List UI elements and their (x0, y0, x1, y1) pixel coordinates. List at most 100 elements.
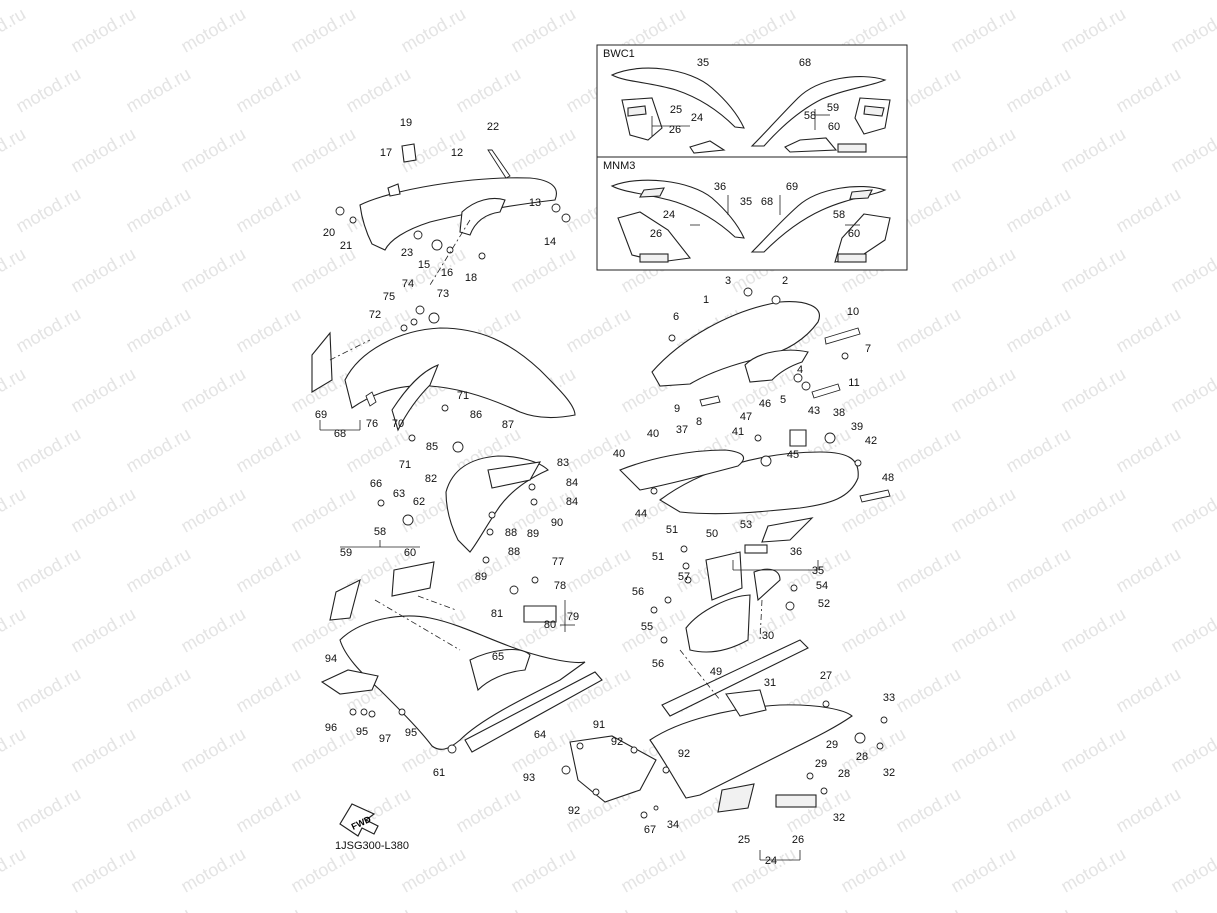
callout-number-42: 42 (865, 435, 877, 447)
callout-number-79: 79 (567, 611, 579, 623)
callout-number-96: 96 (325, 722, 337, 734)
callout-number-84: 84 (566, 496, 578, 508)
callout-number-63: 63 (393, 488, 405, 500)
callout-number-60: 60 (828, 121, 840, 133)
callout-number-74: 74 (402, 278, 414, 290)
callout-number-53: 53 (740, 519, 752, 531)
callout-number-70: 70 (392, 418, 404, 430)
callout-number-62: 62 (413, 496, 425, 508)
callout-number-25: 25 (738, 834, 750, 846)
callout-number-41: 41 (732, 426, 744, 438)
callout-number-11: 11 (848, 377, 859, 389)
callout-number-58: 58 (374, 526, 386, 538)
callout-number-87: 87 (502, 419, 514, 431)
callout-number-69: 69 (315, 409, 327, 421)
callout-number-86: 86 (470, 409, 482, 421)
callout-number-7: 7 (865, 343, 871, 355)
callout-number-78: 78 (554, 580, 566, 592)
callout-number-36: 36 (714, 181, 726, 193)
callout-number-48: 48 (882, 472, 894, 484)
callout-number-51: 51 (652, 551, 664, 563)
callout-number-49: 49 (710, 666, 722, 678)
callout-number-93: 93 (523, 772, 535, 784)
callout-number-50: 50 (706, 528, 718, 540)
right-inner-panel-assembly (650, 544, 798, 653)
callout-number-16: 16 (441, 267, 453, 279)
callout-number-19: 19 (400, 117, 412, 129)
callout-number-32: 32 (833, 812, 845, 824)
callout-number-58: 58 (804, 110, 816, 122)
variant-code-mnm3: MNM3 (603, 160, 635, 172)
variant-code-bwc1: BWC1 (603, 48, 635, 60)
left-cowling-assembly (311, 305, 576, 442)
callout-number-18: 18 (465, 272, 477, 284)
callout-number-6: 6 (673, 311, 679, 323)
callout-number-29: 29 (826, 739, 838, 751)
variant-inset-box: BWC1 MNM3 (596, 44, 908, 271)
callout-number-9: 9 (674, 403, 680, 415)
leader-line-layer (319, 109, 860, 861)
callout-number-26: 26 (792, 834, 804, 846)
callout-number-56: 56 (632, 586, 644, 598)
left-lower-fairing-assembly (320, 561, 603, 754)
callout-number-8: 8 (696, 416, 702, 428)
callout-number-46: 46 (759, 398, 771, 410)
callout-number-77: 77 (552, 556, 564, 568)
callout-number-60: 60 (404, 547, 416, 559)
right-lower-fairing-assembly (561, 639, 888, 819)
callout-number-26: 26 (669, 124, 681, 136)
assembly-dashed-lines (329, 219, 763, 701)
callout-number-89: 89 (475, 571, 487, 583)
callout-number-60: 60 (848, 228, 860, 240)
callout-number-83: 83 (557, 457, 569, 469)
callout-number-90: 90 (551, 517, 563, 529)
callout-number-5: 5 (780, 394, 786, 406)
callout-number-59: 59 (827, 102, 839, 114)
callout-number-28: 28 (838, 768, 850, 780)
callout-number-64: 64 (534, 729, 546, 741)
callout-number-22: 22 (487, 121, 499, 133)
callout-number-27: 27 (820, 670, 832, 682)
callout-number-97: 97 (379, 733, 391, 745)
callout-number-58: 58 (833, 209, 845, 221)
callout-number-10: 10 (847, 306, 859, 318)
callout-number-43: 43 (808, 405, 820, 417)
callout-number-39: 39 (851, 421, 863, 433)
callout-number-14: 14 (544, 236, 556, 248)
callout-number-31: 31 (764, 677, 776, 689)
callout-number-34: 34 (667, 819, 679, 831)
callout-number-95: 95 (405, 727, 417, 739)
callout-number-25: 25 (670, 104, 682, 116)
callout-number-3: 3 (725, 275, 731, 287)
callout-number-33: 33 (883, 692, 895, 704)
callout-number-88: 88 (505, 527, 517, 539)
callout-number-32: 32 (883, 767, 895, 779)
right-cowling-assembly (619, 287, 891, 543)
callout-number-65: 65 (492, 651, 504, 663)
callout-number-21: 21 (340, 240, 352, 252)
callout-number-51: 51 (666, 524, 678, 536)
callout-number-92: 92 (678, 748, 690, 760)
callout-number-47: 47 (740, 411, 752, 423)
callout-number-55: 55 (641, 621, 653, 633)
callout-layer: 1234567891011121314151617181920212223242… (315, 57, 895, 867)
callout-number-68: 68 (761, 196, 773, 208)
callout-number-35: 35 (697, 57, 709, 69)
callout-number-29: 29 (815, 758, 827, 770)
upper-bracket-assembly (335, 143, 571, 260)
callout-number-4: 4 (797, 364, 803, 376)
callout-number-13: 13 (529, 197, 541, 209)
callout-number-56: 56 (652, 658, 664, 670)
callout-number-35: 35 (812, 565, 824, 577)
callout-number-91: 91 (593, 719, 605, 731)
callout-number-61: 61 (433, 767, 445, 779)
callout-number-35: 35 (740, 196, 752, 208)
callout-number-88: 88 (508, 546, 520, 558)
callout-number-38: 38 (833, 407, 845, 419)
callout-number-2: 2 (782, 275, 788, 287)
callout-number-69: 69 (786, 181, 798, 193)
air-duct-assembly (377, 441, 549, 564)
callout-number-68: 68 (799, 57, 811, 69)
callout-number-59: 59 (340, 547, 352, 559)
